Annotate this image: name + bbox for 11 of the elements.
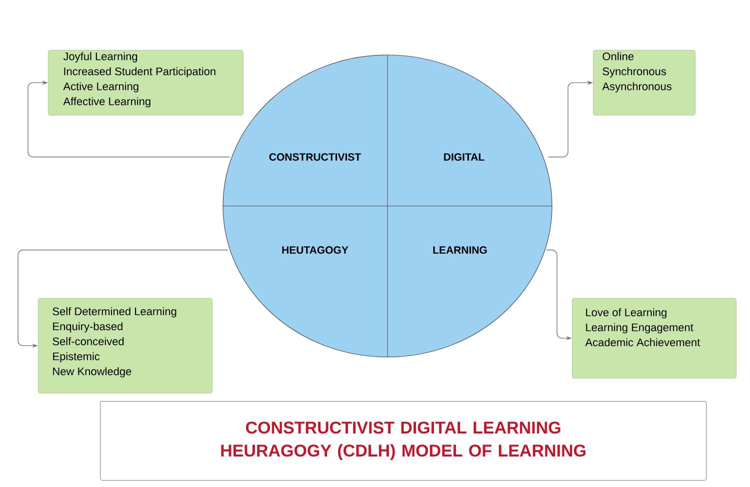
title-box: CONSTRUCTIVIST DIGITAL LEARNING HEURAGOGY (CDLH) MODEL OF LEARNING xyxy=(100,401,707,481)
quadrant-label: CONSTRUCTIVIST xyxy=(269,153,361,161)
quadrant-label: LEARNING xyxy=(433,246,487,254)
list-box: Online Synchronous Asynchronous xyxy=(593,50,696,116)
circle-diagram xyxy=(222,54,552,358)
list-box: Self Determined Learning Enquiry-based Self-conceived Epistemic New Knowledge xyxy=(38,298,212,394)
list-box: Joyful Learning Increased Student Participation Active Learning Affective Learning xyxy=(48,50,244,116)
quadrant-label: HEUTAGOGY xyxy=(282,246,348,254)
connector-arrow xyxy=(28,80,230,158)
quadrant-label: DIGITAL xyxy=(444,153,484,161)
list-box: Love of Learning Learning Engagement Academic Achievement xyxy=(572,298,736,378)
